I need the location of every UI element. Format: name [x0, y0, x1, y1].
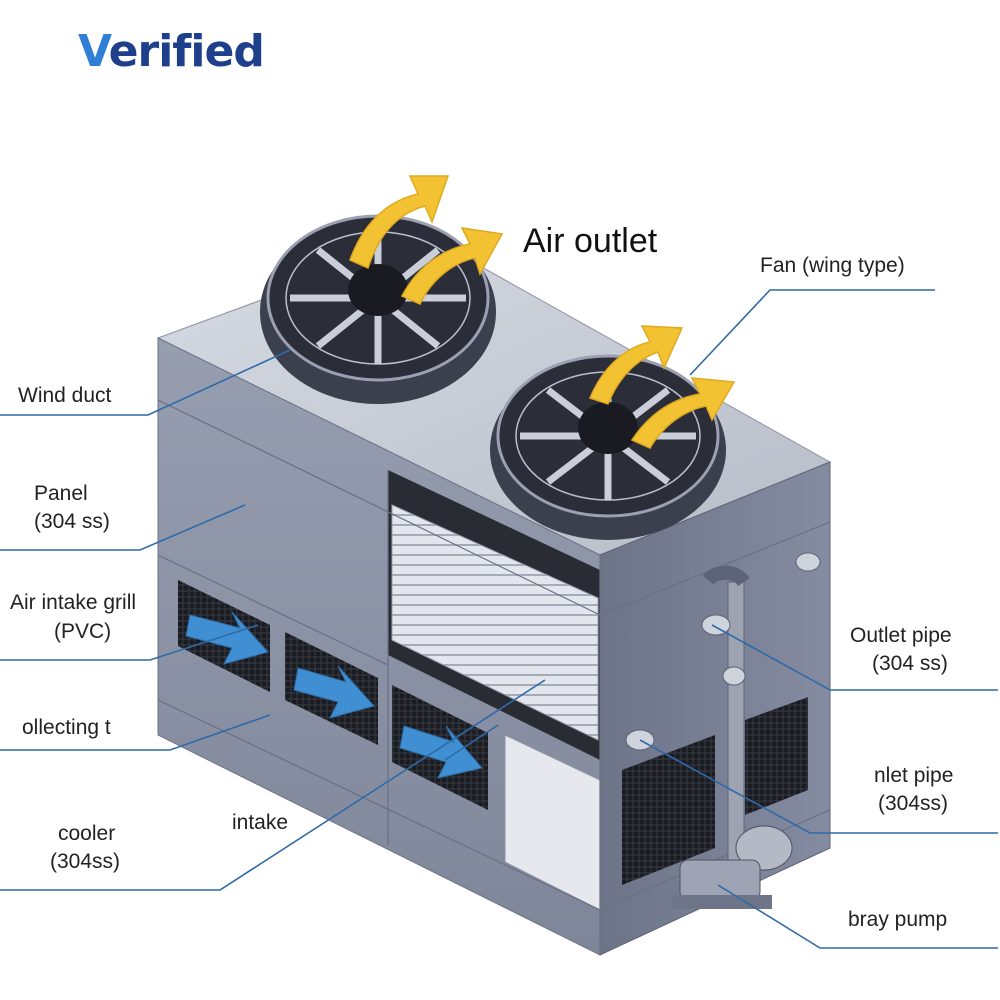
leader-lines [0, 289, 998, 949]
air-outlet-title: Air outlet [523, 222, 658, 260]
label-fan: Fan (wing type) [760, 254, 905, 277]
label-inlet-pipe-material: (304ss) [878, 792, 949, 815]
label-cooler: cooler [58, 822, 116, 845]
logo-initial: V [78, 26, 110, 77]
label-panel-material: (304 ss) [34, 510, 110, 533]
label-outlet-pipe: Outlet pipe [850, 624, 952, 647]
label-wind-duct: Wind duct [18, 384, 112, 407]
cooler-coil [391, 504, 599, 741]
label-intake: intake [232, 811, 289, 834]
label-outlet-pipe-material: (304 ss) [872, 652, 948, 675]
side-grill-1 [622, 735, 715, 885]
logo-rest: erified [108, 26, 265, 77]
side-grill-2 [745, 697, 808, 815]
label-grill-material: (PVC) [54, 620, 112, 643]
label-inlet-pipe: nlet pipe [874, 764, 954, 787]
airflow-arrows [349, 175, 736, 449]
label-spray-pump: bray pump [848, 908, 948, 931]
label-panel: Panel [34, 482, 88, 505]
verified-logo: Verified [78, 30, 265, 74]
label-cooler-material: (304ss) [50, 850, 121, 873]
label-collecting: ollecting t [22, 716, 111, 739]
label-air-intake-grill: Air intake grill [10, 591, 137, 614]
spray-pump [672, 825, 793, 909]
